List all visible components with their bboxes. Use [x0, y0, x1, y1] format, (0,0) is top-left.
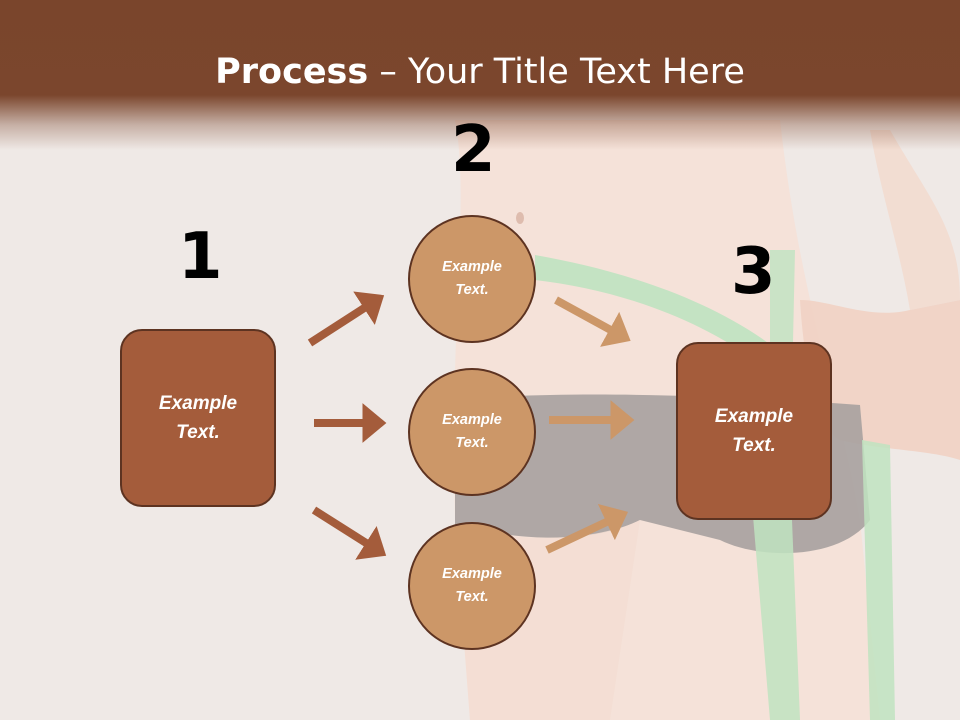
circle-bottom: Example Text. [408, 522, 536, 650]
arrow-left-to-bottom [311, 506, 387, 560]
circle-bottom-text: Example Text. [442, 566, 502, 605]
arrow-left-to-top [307, 291, 385, 347]
arrow-bottom-to-right [545, 503, 629, 554]
title-rest: – Your Title Text Here [368, 52, 745, 92]
title-band [0, 0, 960, 150]
circle-top-text: Example Text. [442, 259, 502, 298]
left-box: Example Text. [120, 329, 276, 507]
left-box-text: Example Text. [158, 393, 238, 443]
slide-title: Process – Your Title Text Here [0, 52, 960, 92]
circle-middle-text: Example Text. [442, 412, 502, 451]
circle-middle: Example Text. [408, 368, 536, 496]
title-bold: Process [215, 52, 369, 92]
step-number-3: 3 [731, 235, 776, 309]
right-box-text: Example Text. [714, 406, 794, 456]
step-number-1: 1 [178, 220, 223, 294]
step-number-2: 2 [451, 113, 496, 187]
right-box: Example Text. [676, 342, 832, 520]
circle-top: Example Text. [408, 215, 536, 343]
arrow-top-to-right [554, 296, 631, 347]
